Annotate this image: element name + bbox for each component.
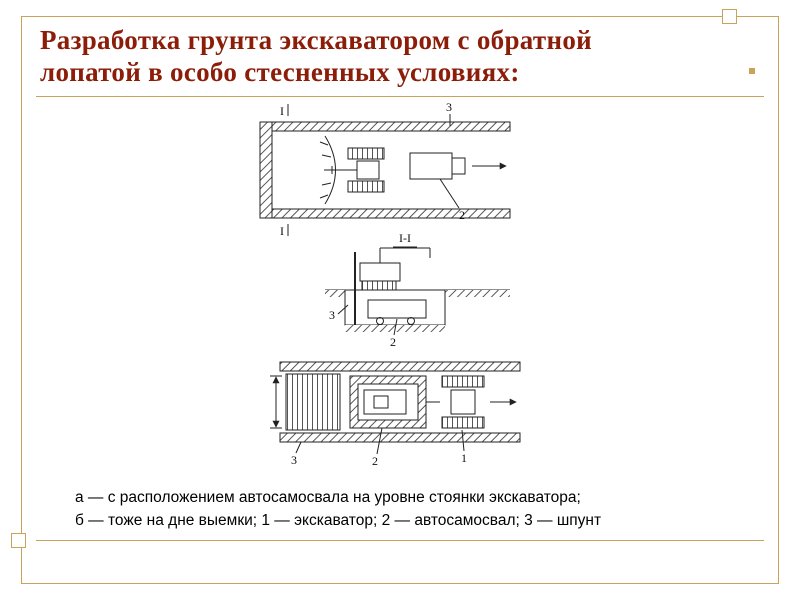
- excavator-section: [359, 247, 431, 291]
- leader-line-label2-plan-a: [439, 178, 460, 209]
- ground-hatch-left: [325, 290, 345, 297]
- trench-top-wall-hatch: [259, 121, 511, 132]
- trench-top-wall-hatch-b: [279, 361, 521, 372]
- excavator-plan-b: [441, 375, 485, 429]
- excavation-scheme-figure: I I 3 2 I-I 3 2 3 2 1: [110, 100, 670, 478]
- title-line-1: Разработка грунта экскаватором с обратно…: [40, 25, 592, 55]
- trench-bottom-wall-hatch: [259, 208, 511, 219]
- trench-bottom-wall-hatch-b: [279, 432, 521, 443]
- ground-hatch-right: [445, 290, 510, 297]
- label-sheet-piling-plan-b: 3: [291, 453, 297, 467]
- section-mark-bottom-label: I: [280, 224, 284, 238]
- section-mark-top-label: I: [280, 104, 284, 118]
- section-view-i-i: [325, 246, 510, 336]
- dimension-line: [270, 375, 282, 429]
- leader-line-label3-plan-b: [295, 441, 302, 454]
- label-truck-section: 2: [390, 335, 396, 349]
- plan-a-view: [259, 104, 511, 236]
- corner-square-decoration-bottom-left: [11, 533, 26, 548]
- corner-square-decoration-top-right: [722, 9, 737, 24]
- dump-truck-plan-b: [363, 389, 407, 415]
- label-truck-plan-a: 2: [459, 208, 465, 222]
- leader-line-label3-section: [337, 304, 349, 315]
- title-line-2: лопатой в особо стесненных условиях:: [40, 57, 520, 88]
- caption-line-a: а — с расположением автосамосвала на уро…: [75, 489, 581, 506]
- figure-caption: а — с расположением автосамосвала на уро…: [75, 486, 735, 533]
- sheet-piling-block: [285, 373, 341, 431]
- excavator-plan-a: [331, 147, 385, 193]
- label-sheet-piling-plan-a: 3: [446, 100, 452, 114]
- plan-b-view: [270, 361, 521, 455]
- dump-truck-plan-a: [409, 152, 466, 180]
- label-excavator-plan-b: 1: [461, 451, 467, 465]
- leader-line-label2-plan-b: [376, 427, 383, 455]
- caption-line-b: б — тоже на дне выемки; 1 — экскаватор; …: [75, 512, 602, 530]
- trench-end-wall-hatch: [259, 121, 273, 219]
- title-underline-rule: [36, 96, 764, 97]
- title-end-dot-decoration: [749, 68, 755, 74]
- label-sheet-piling-section: 3: [329, 308, 335, 322]
- label-truck-plan-b: 2: [372, 454, 378, 468]
- leader-line-label1-plan-b: [461, 429, 465, 452]
- section-view-title: I-I: [399, 231, 411, 245]
- bottom-separator-rule: [36, 540, 764, 541]
- dump-truck-section: [367, 299, 427, 325]
- page-title: Разработка грунта экскаватором с обратно…: [40, 24, 762, 89]
- leader-line-label2-section: [393, 318, 398, 336]
